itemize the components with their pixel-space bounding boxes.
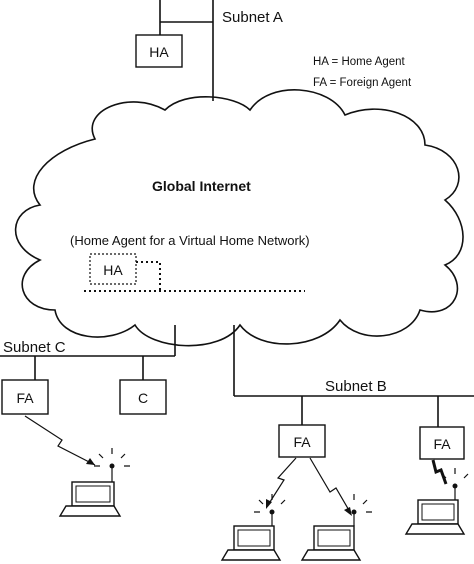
wireless-link-icon: [266, 457, 297, 509]
foreign-agent-subnet-c: FA: [1, 379, 49, 415]
svg-text:HA: HA: [149, 44, 169, 60]
mobile-laptop-icon: [300, 494, 372, 561]
cloud-caption: (Home Agent for a Virtual Home Network): [70, 233, 310, 248]
subnet-a-label: Subnet A: [222, 9, 283, 26]
subnet-c-label: Subnet C: [3, 339, 66, 356]
svg-text:FA: FA: [433, 436, 451, 452]
cloud-title: Global Internet: [152, 178, 251, 194]
correspondent-node-c: C: [119, 379, 167, 415]
foreign-agent-subnet-b-1: FA: [278, 424, 326, 458]
mobile-laptop-icon: [58, 448, 130, 517]
mobile-laptop-icon: [404, 468, 469, 535]
internet-cloud: [14, 89, 464, 347]
home-agent-subnet-a: HA: [135, 34, 183, 68]
virtual-link: [136, 261, 161, 290]
legend-foreign-agent: FA = Foreign Agent: [313, 77, 412, 89]
subnet-a-network: [159, 0, 214, 101]
virtual-home-agent: HA: [89, 253, 137, 285]
svg-text:C: C: [138, 390, 148, 406]
subnet-b-label: Subnet B: [325, 378, 387, 395]
svg-text:HA: HA: [103, 262, 123, 278]
foreign-agent-subnet-b-2: FA: [419, 426, 465, 460]
subnet-c-network: [0, 325, 176, 380]
wireless-link-icon: [24, 415, 96, 466]
wireless-link-icon: [309, 457, 352, 516]
mobile-laptop-icon: [220, 494, 286, 561]
wireless-link-icon: [431, 459, 448, 485]
svg-text:FA: FA: [293, 434, 311, 450]
svg-text:FA: FA: [16, 390, 34, 406]
subnet-b-network: [233, 325, 474, 427]
legend-home-agent: HA = Home Agent: [313, 56, 406, 68]
